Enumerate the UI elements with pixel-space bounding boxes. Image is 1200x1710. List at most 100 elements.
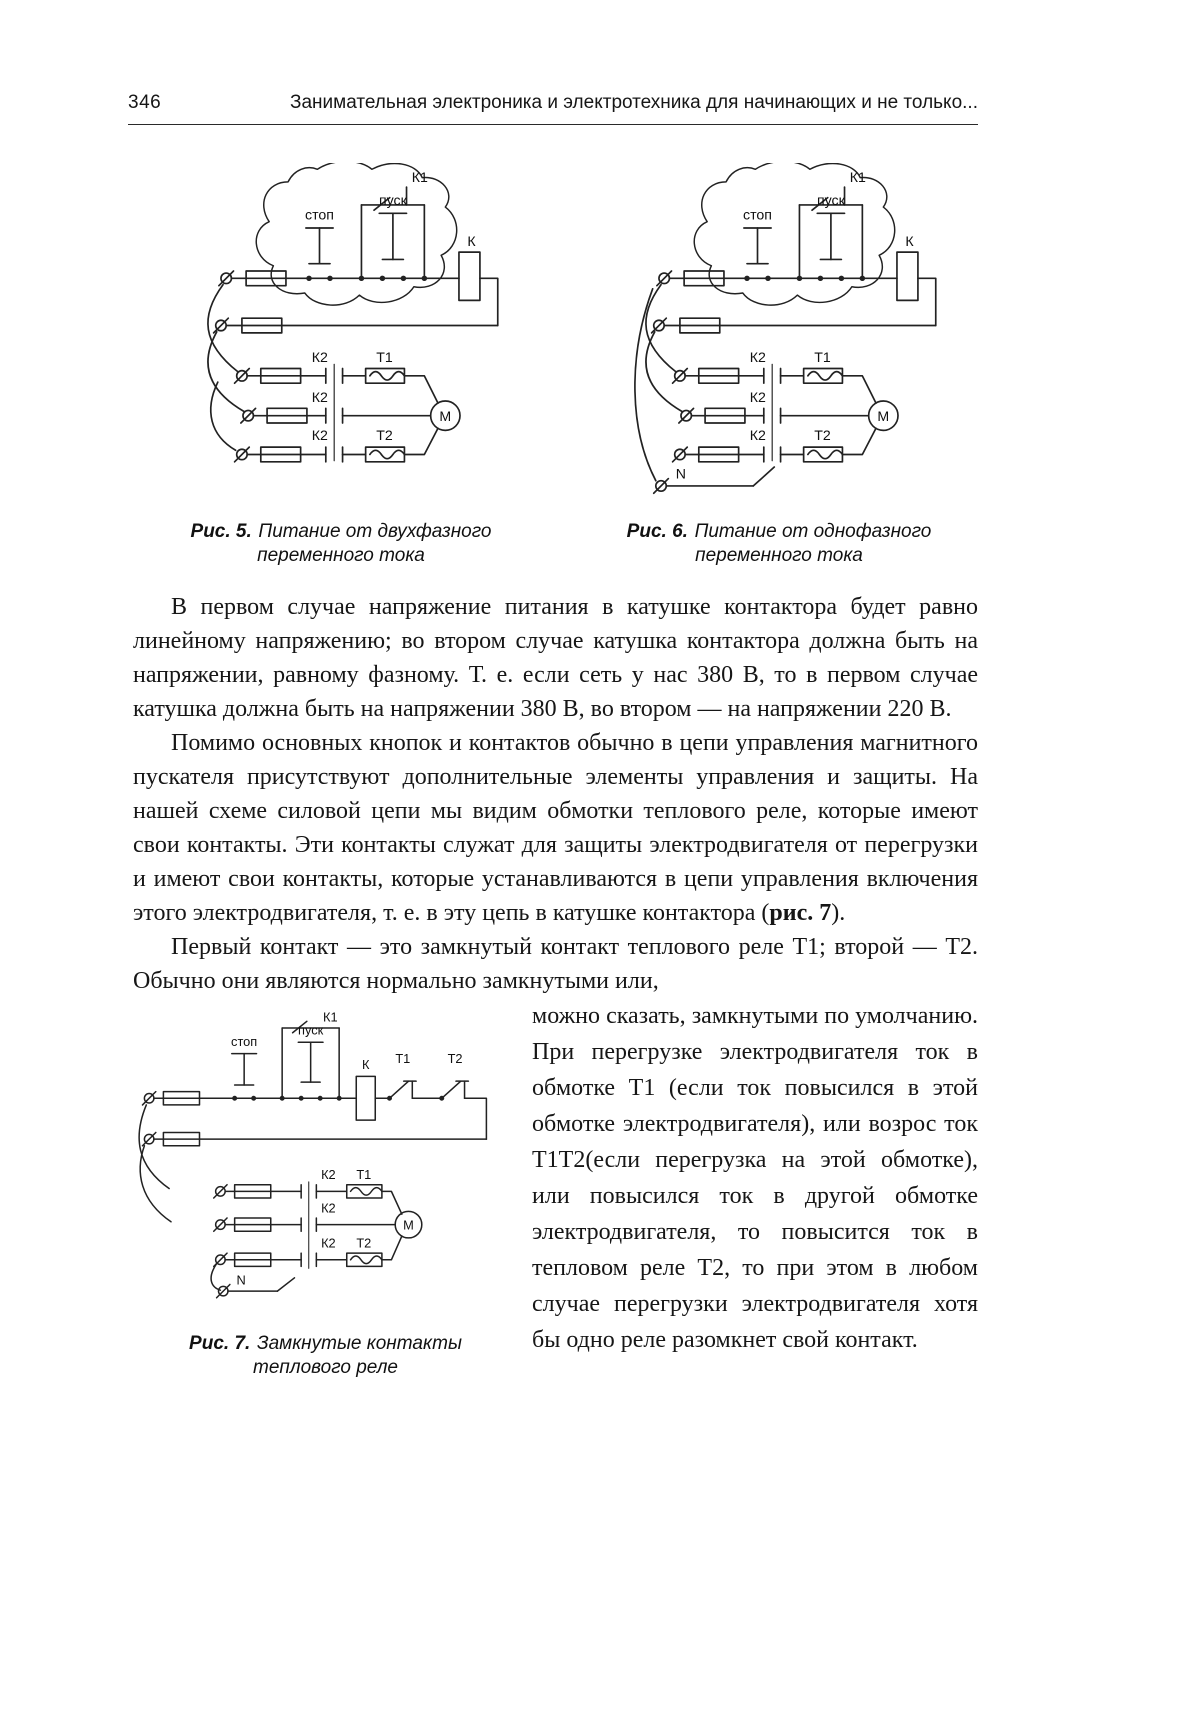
- start-button-symbol: [378, 212, 408, 261]
- label-stop: стоп: [743, 207, 772, 223]
- label-stop: стоп: [305, 207, 334, 223]
- label-k: К: [905, 233, 914, 249]
- label-k: К: [362, 1057, 370, 1072]
- stop-button-symbol: [743, 227, 772, 265]
- fig5-caption: Рис. 5.Питание от двухфазного переменног…: [185, 520, 497, 568]
- fuse-icon: [233, 1217, 272, 1233]
- fuse-icon: [233, 1252, 272, 1268]
- label-m: М: [439, 408, 451, 424]
- fuse-icon: [245, 270, 287, 287]
- fuse-icon: [233, 1183, 272, 1199]
- running-title: Занимательная электроника и электротехни…: [290, 92, 978, 113]
- label-stop: стоп: [231, 1034, 257, 1049]
- label-pusk: пуск: [817, 192, 846, 208]
- contactor-coil: [458, 251, 481, 302]
- fig6-caption: Рис. 6. Питание от однофазного переменног…: [623, 520, 935, 568]
- phase-wires: [634, 283, 683, 482]
- paragraph-1: В первом случае напряжение питания в кат…: [133, 594, 978, 722]
- fuse-icon: [679, 317, 721, 334]
- label-k2: К2: [321, 1167, 336, 1182]
- label-pusk: пуск: [298, 1023, 324, 1038]
- t2-heater-icon: [345, 1252, 383, 1268]
- fig5-caption-text: Питание от двухфазного переменного тока: [257, 521, 492, 566]
- body-text: В первом случае напряжение питания в кат…: [133, 590, 978, 1450]
- label-k1: К1: [850, 169, 866, 185]
- label-k2: К2: [321, 1235, 336, 1250]
- terminal-icon: [218, 270, 235, 287]
- t1-heater-icon: [364, 367, 406, 385]
- label-k2: К2: [750, 389, 766, 405]
- control-circuit: [650, 186, 937, 334]
- label-n: N: [676, 466, 686, 482]
- fig6-caption-prefix: Рис. 6.: [626, 521, 688, 542]
- label-k2: К2: [750, 349, 766, 365]
- neutral-line: [215, 1277, 296, 1299]
- figures-row: К1 стоп пуск К К2 Т1 К2 К2 Т2 М Рис. 5.П…: [160, 160, 960, 568]
- fuse-icon: [704, 407, 746, 424]
- fig7-caption: Рис. 7.Замкнутые контакты теплового реле: [170, 1332, 482, 1380]
- label-k1: К1: [323, 1009, 338, 1024]
- figure-5: К1 стоп пуск К К2 Т1 К2 К2 Т2 М Рис. 5.П…: [160, 160, 522, 568]
- label-k2: К2: [312, 427, 328, 443]
- label-m: М: [403, 1217, 414, 1232]
- label-t2: Т2: [814, 427, 831, 443]
- figure-7: К1 стоп пуск К Т1 Т2 К2 Т1 К2 К2 Т2 М N …: [133, 1006, 518, 1450]
- motor-icon: [394, 1210, 423, 1239]
- t2-heater-icon: [364, 446, 406, 463]
- neutral-line: [652, 466, 776, 495]
- label-pusk: пуск: [379, 192, 408, 208]
- fuse-icon: [259, 446, 302, 463]
- fuse-icon: [162, 1131, 201, 1147]
- label-t1: Т1: [356, 1167, 371, 1182]
- start-button-symbol: [297, 1041, 324, 1083]
- paragraph-3-wrap: можно сказать, замкнутыми по умолчанию. …: [532, 1003, 978, 1353]
- paragraph-2-text: Помимо основных кнопок и контактов обычн…: [133, 730, 978, 926]
- power-circuit: [652, 363, 899, 495]
- t1-nc-contact-symbol: [387, 1080, 417, 1101]
- fuse-icon: [697, 446, 740, 463]
- fuse-icon: [266, 407, 308, 424]
- fuse-icon: [259, 367, 302, 385]
- k1-contact-symbol: [281, 1020, 340, 1100]
- fig5-schematic: К1 стоп пуск К К2 Т1 К2 К2 Т2 М: [207, 160, 499, 463]
- label-k2: К2: [321, 1200, 336, 1215]
- fuse-icon: [683, 270, 725, 287]
- stop-button-symbol: [305, 227, 334, 265]
- phase-wires: [207, 283, 245, 452]
- terminal-icon: [656, 270, 673, 287]
- label-m: М: [877, 408, 889, 424]
- figure-6: К1 стоп пуск К К2 Т1 К2 К2 Т2 М N Рис. 6…: [598, 160, 960, 568]
- fuse-icon: [697, 367, 740, 385]
- paragraph-3-intro: Первый контакт — это замкнутый контакт т…: [133, 934, 978, 994]
- fig6-caption-text: Питание от однофазного переменного тока: [694, 521, 932, 566]
- start-button-symbol: [816, 212, 846, 261]
- fuse-icon: [241, 317, 283, 334]
- label-n: N: [237, 1272, 246, 1287]
- t2-nc-contact-symbol: [439, 1080, 470, 1101]
- contactor-coil: [355, 1075, 377, 1121]
- power-circuit: [212, 1181, 423, 1299]
- label-k1: К1: [412, 169, 428, 185]
- fuse-icon: [162, 1090, 201, 1106]
- terminal-icon: [141, 1090, 157, 1106]
- fig6-schematic: К1 стоп пуск К К2 Т1 К2 К2 Т2 М N: [634, 160, 937, 495]
- contactor-coil: [896, 251, 919, 302]
- label-k: К: [467, 233, 476, 249]
- motor-icon: [867, 400, 899, 432]
- label-t1: Т1: [395, 1051, 410, 1066]
- t1-heater-icon: [345, 1183, 383, 1199]
- cloud-outline: [255, 160, 458, 306]
- control-circuit: [141, 1020, 488, 1147]
- stop-button-symbol: [231, 1052, 258, 1086]
- label-t1: Т1: [376, 349, 393, 365]
- paragraph-3-wrap-block: К1 стоп пуск К Т1 Т2 К2 Т1 К2 К2 Т2 М N …: [133, 998, 978, 1450]
- cloud-outline: [693, 160, 896, 306]
- label-t2: Т2: [448, 1051, 463, 1066]
- motor-icon: [429, 400, 461, 432]
- page-header: 346 Занимательная электроника и электрот…: [128, 92, 978, 125]
- page-number: 346: [128, 92, 162, 113]
- fig7-caption-prefix: Рис. 7.: [189, 1333, 251, 1354]
- k1-contact-symbol: [798, 186, 864, 280]
- label-k2: К2: [312, 349, 328, 365]
